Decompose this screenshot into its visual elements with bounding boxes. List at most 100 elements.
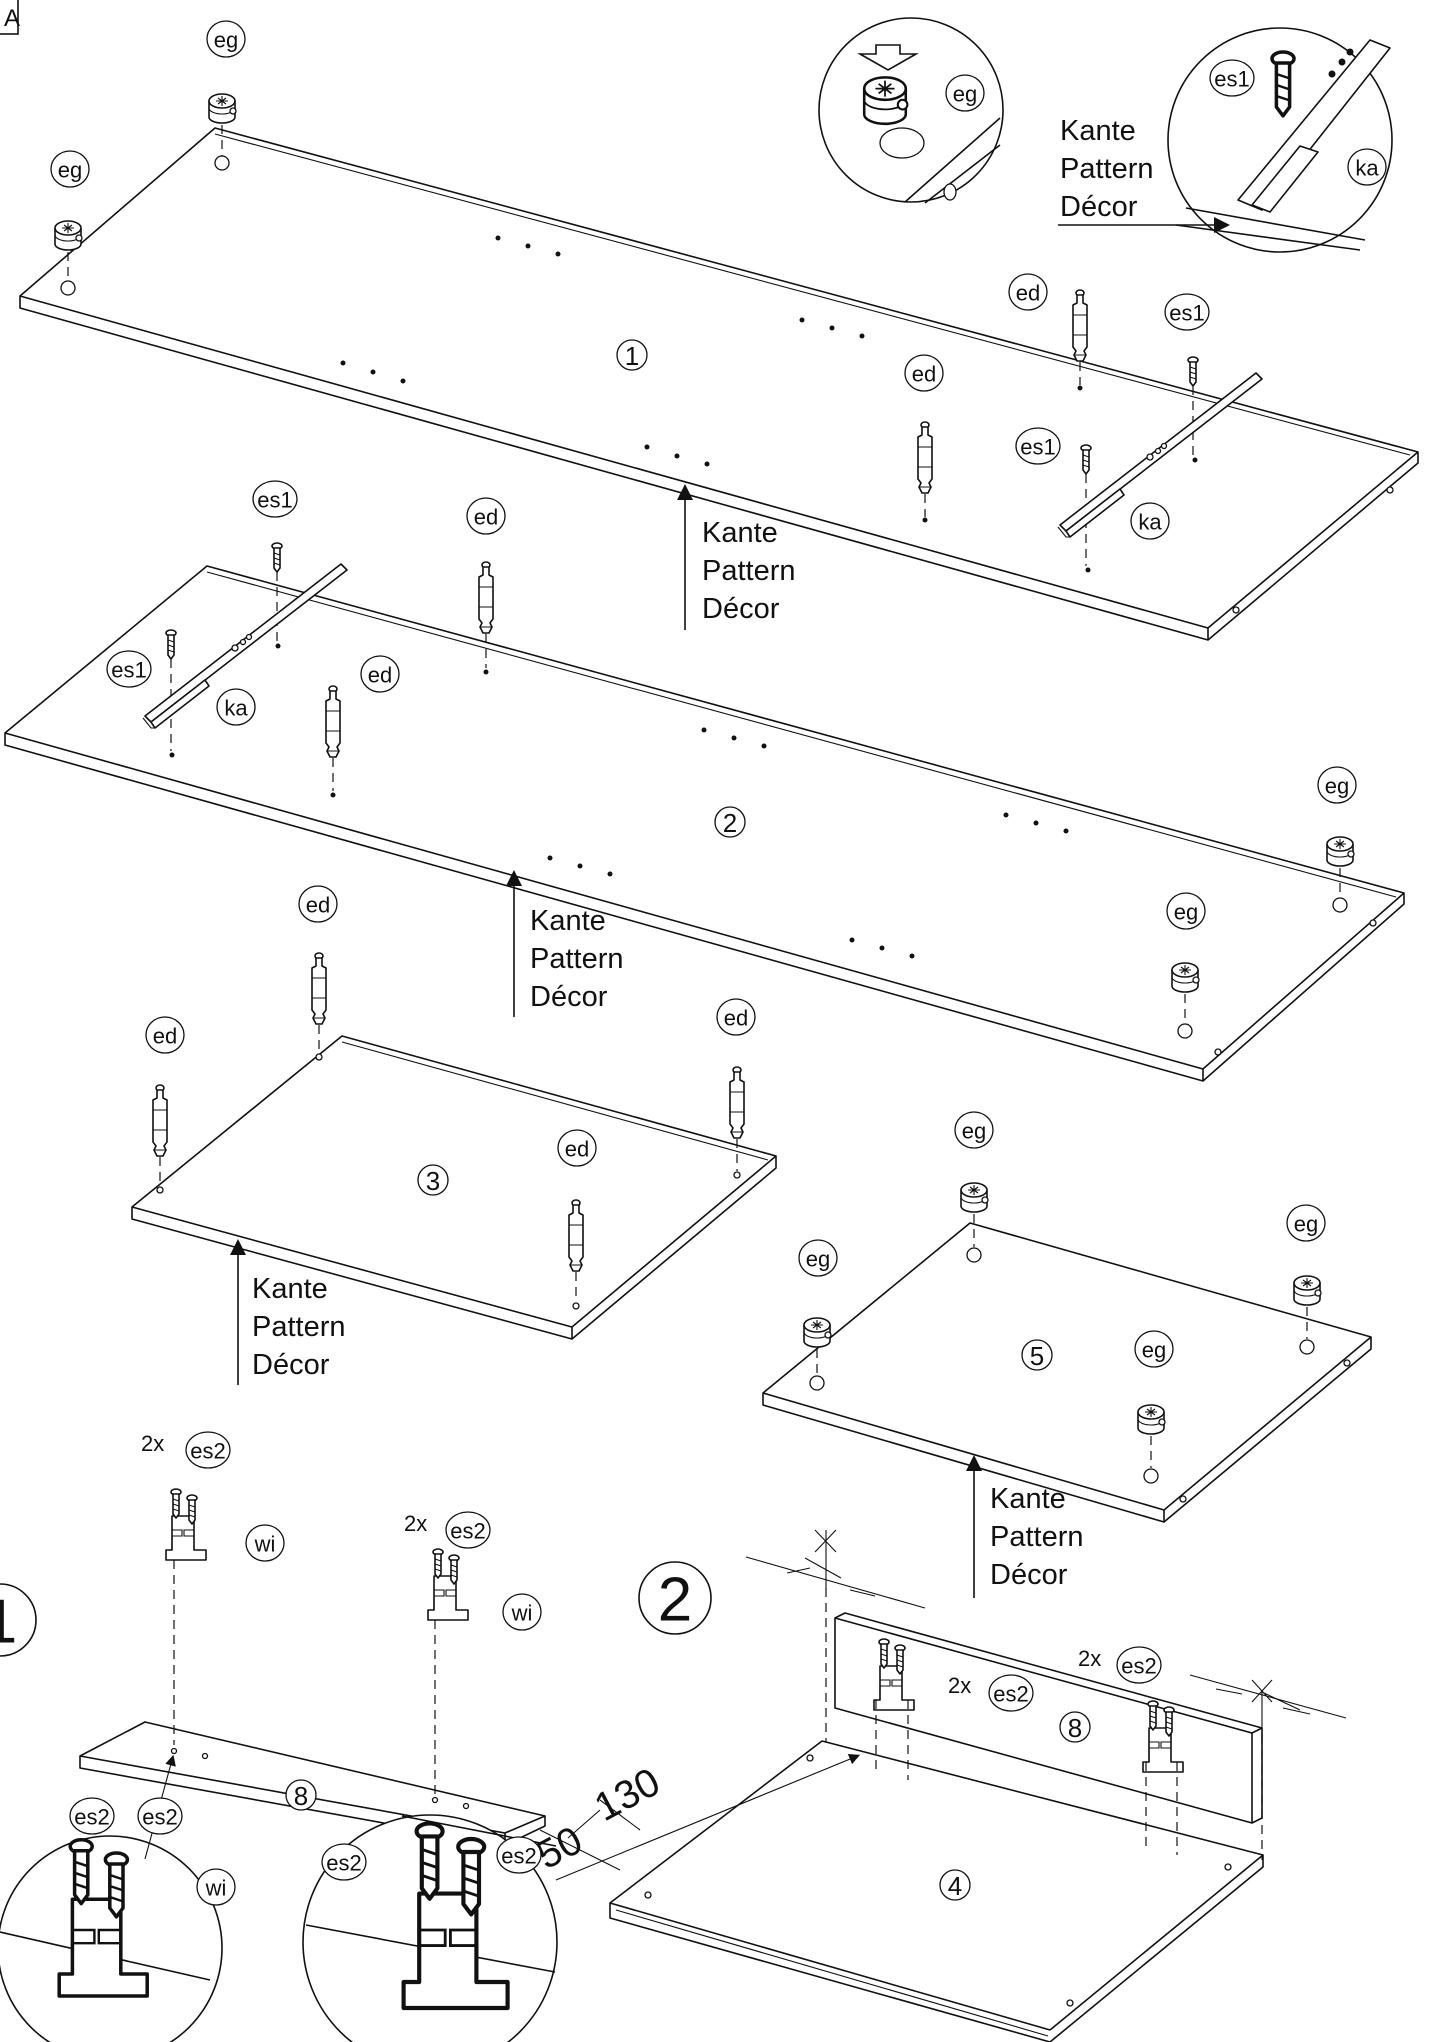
part-callout-ka: ka — [1347, 148, 1387, 186]
svg-text:Pattern: Pattern — [530, 943, 624, 975]
substep-2: 2 — [638, 1561, 712, 1635]
part-callout-ed: ed — [360, 655, 400, 693]
part-code: eg — [1142, 1338, 1166, 1363]
cam-lock — [54, 220, 83, 251]
svg-text:2: 2 — [658, 1566, 692, 1635]
part-code: ed — [565, 1137, 589, 1162]
part-code: ka — [224, 696, 248, 721]
part-callout-es2: es2 — [137, 1797, 183, 1835]
panel-2-number: 2 — [723, 808, 737, 838]
edge-note-1: Kante Pattern Décor — [702, 517, 796, 625]
panel-1-badge — [616, 339, 648, 371]
part-callout-ka: ka — [216, 688, 256, 726]
cam-lock — [803, 1317, 832, 1348]
part-callout-wi: wi — [196, 1868, 236, 1906]
dowel — [1072, 289, 1088, 362]
part-code: eg — [953, 82, 977, 107]
part-code: es1 — [1020, 435, 1055, 460]
part-code: es2 — [450, 1519, 485, 1544]
panel-4-number: 4 — [948, 1871, 962, 1901]
detail-bracket-2 — [302, 1814, 558, 2042]
part-callout-wi: wi — [245, 1524, 285, 1562]
svg-text:Kante: Kante — [990, 1483, 1066, 1515]
svg-text:Kante: Kante — [702, 517, 778, 549]
part-code: wi — [205, 1876, 227, 1901]
panel-1-number: 1 — [625, 341, 639, 371]
panel-2: 2 — [4, 565, 1405, 1082]
svg-text:Pattern: Pattern — [1060, 153, 1154, 185]
part-code: ka — [1355, 156, 1379, 181]
dimension-lines: 50 130 — [530, 1760, 668, 1878]
part-code: ed — [474, 505, 498, 530]
qty-label: 2x — [141, 1431, 164, 1456]
part-code: ed — [724, 1006, 748, 1031]
panel-8-number: 8 — [294, 1781, 308, 1811]
qty-label: 2x — [948, 1673, 971, 1698]
svg-text:Kante: Kante — [252, 1273, 328, 1305]
part-code: eg — [1294, 1212, 1318, 1237]
part-callout-eg: eg — [50, 150, 90, 188]
part-code: es2 — [142, 1805, 177, 1830]
part-code: eg — [214, 28, 238, 53]
part-code: es1 — [257, 488, 292, 513]
step-label: A — [4, 5, 20, 32]
dowel — [729, 1066, 745, 1139]
panel-5: 5 — [762, 1222, 1372, 1523]
edge-note-detail: Kante Pattern Décor — [1060, 115, 1154, 223]
part-code: ed — [368, 663, 392, 688]
dimension-130: 130 — [588, 1760, 668, 1830]
dowel — [152, 1084, 168, 1157]
svg-text:1: 1 — [0, 1588, 17, 1657]
part-callout-es1: es1 — [1015, 427, 1061, 465]
screw — [1187, 356, 1199, 387]
part-code: ed — [1016, 281, 1040, 306]
part-code: eg — [58, 158, 82, 183]
part-callout-eg: eg — [1317, 766, 1357, 804]
part-callout-es1: es1 — [1209, 59, 1255, 97]
part-callout-es1: es1 — [252, 480, 298, 518]
part-callout-ed: ed — [557, 1129, 597, 1167]
part-callout-eg: eg — [798, 1239, 838, 1277]
svg-text:Décor: Décor — [1060, 191, 1138, 223]
svg-text:Kante: Kante — [1060, 115, 1136, 147]
edge-note-3: Kante Pattern Décor — [252, 1273, 346, 1381]
part-code: wi — [511, 1601, 533, 1626]
part-code: wi — [254, 1532, 276, 1557]
angle-bracket — [166, 1489, 206, 1560]
svg-text:Kante: Kante — [530, 905, 606, 937]
part-callout-es2: es2 — [185, 1431, 231, 1469]
part-code: ed — [912, 362, 936, 387]
edge-note-4: Kante Pattern Décor — [990, 1483, 1084, 1591]
part-code: eg — [806, 1247, 830, 1272]
svg-text:Pattern: Pattern — [702, 555, 796, 587]
part-callout-es2: es2 — [321, 1843, 367, 1881]
step-box — [0, 0, 19, 35]
qty-label: 2x — [1078, 1646, 1101, 1671]
part-callout-eg: eg — [954, 1111, 994, 1149]
screw — [271, 542, 283, 573]
svg-text:Décor: Décor — [252, 1349, 330, 1381]
cam-lock — [960, 1182, 989, 1213]
detail-bracket-1 — [0, 1835, 223, 2042]
svg-text:Pattern: Pattern — [252, 1311, 346, 1343]
cam-lock — [1326, 836, 1355, 867]
substep-1: 1 — [0, 1583, 37, 1657]
part-code: es2 — [501, 1844, 536, 1869]
part-code: eg — [1325, 774, 1349, 799]
part-code: es1 — [111, 658, 146, 683]
part-callout-ka: ka — [1130, 502, 1170, 540]
part-callout-es1: es1 — [1164, 293, 1210, 331]
panel-3: 3 — [131, 1035, 777, 1340]
part-callout-eg: eg — [1134, 1330, 1174, 1368]
screw — [165, 629, 177, 660]
part-code: es2 — [74, 1805, 109, 1830]
part-code: eg — [1174, 900, 1198, 925]
cam-lock — [1171, 962, 1200, 993]
part-callout-eg: eg — [1286, 1204, 1326, 1242]
part-code: es2 — [1121, 1654, 1156, 1679]
part-callout-es2: es2 — [988, 1674, 1034, 1712]
part-callout-ed: ed — [298, 885, 338, 923]
angle-bracket — [428, 1549, 468, 1620]
part-code: es2 — [190, 1439, 225, 1464]
